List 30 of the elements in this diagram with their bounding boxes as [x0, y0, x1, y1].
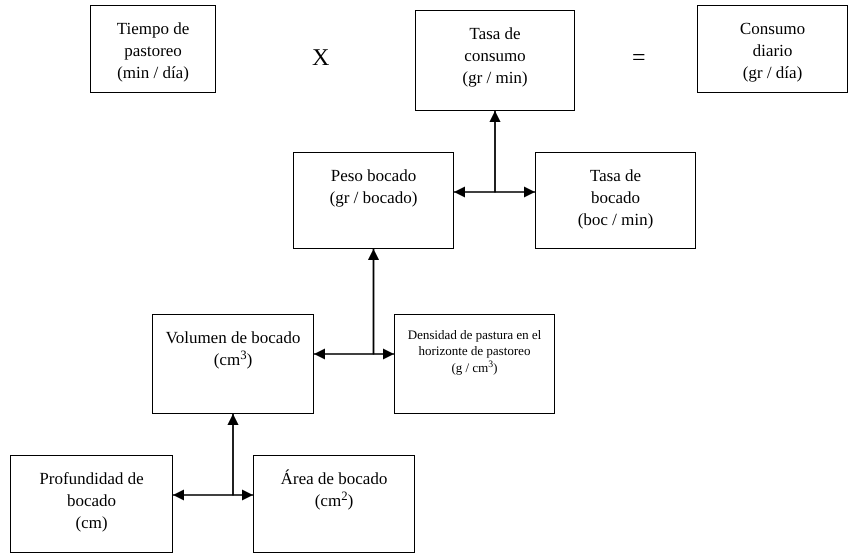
process-box	[10, 455, 173, 553]
box-text: (gr / bocado)	[328, 187, 418, 210]
operator-sign: =	[632, 44, 646, 73]
process-box	[293, 152, 454, 249]
box-text: (gr / min)	[461, 67, 529, 90]
process-box	[415, 10, 575, 111]
process-box	[394, 314, 555, 414]
box-text: (g / cm$^{3}$)	[450, 360, 499, 376]
box-text: Área de bocado (cm$^{2}$)	[280, 468, 388, 512]
box-text: Profundidad de bocado	[38, 468, 145, 512]
box-text: (boc / min)	[576, 209, 654, 232]
process-box	[90, 5, 216, 93]
process-box	[535, 152, 696, 249]
process-box	[152, 314, 314, 414]
box-text: Tiempo de pastoreo	[116, 18, 190, 62]
box-text: Consumo diario	[738, 18, 806, 62]
box-text: Volumen de bocado (cm$^{3}$)	[165, 327, 301, 372]
box-text: Densidad de pastura en el horizonte de pastoreo	[406, 327, 542, 360]
arrow	[368, 249, 394, 360]
box-text: (cm)	[74, 512, 109, 534]
box-text: Tasa de bocado	[588, 165, 642, 210]
arrow	[228, 414, 253, 500]
arrow	[490, 111, 535, 198]
process-box	[253, 455, 415, 553]
process-box	[697, 5, 848, 93]
box-text: (min / día)	[116, 62, 190, 84]
box-text: Peso bocado	[330, 165, 418, 187]
operator-sign: X	[312, 44, 330, 73]
box-text: Tasa de consumo	[463, 23, 527, 68]
box-text: (gr / día)	[742, 62, 804, 84]
